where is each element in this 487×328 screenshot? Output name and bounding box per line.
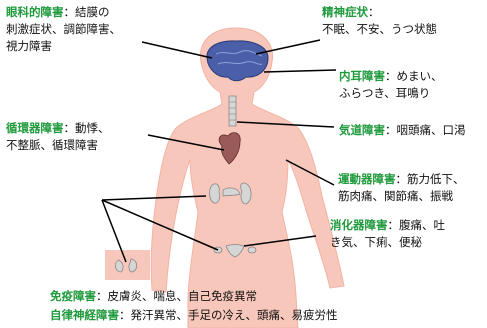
- label-airway: 気道障害：咽頭痛、口渇: [339, 122, 466, 139]
- label-motor: 運動器障害：筋力低下、 筋肉痛、関節痛、振戦: [338, 171, 465, 205]
- ovary-right-organ: [248, 247, 256, 253]
- label-circulatory: 循環器障害：動悸、 不整脈、循環障害: [6, 120, 110, 154]
- label-autonomic: 自律神経障害：発汗異常、手足の冷え、頭痛、易疲労性: [50, 307, 338, 324]
- label-immune: 免疫障害：皮膚炎、喘息、自己免疫異常: [50, 288, 257, 305]
- kidney-left-organ: [210, 184, 220, 203]
- kidney-right-organ: [241, 183, 251, 204]
- label-mental: 精神症状： 不眠、不安、うつ状態: [322, 4, 437, 38]
- gland-panel: [105, 250, 150, 280]
- label-eye: 眼科的障害：結膜の 刺激症状、調節障害、 視力障害: [6, 4, 121, 55]
- label-inner-ear: 内耳障害：めまい、 ふらつき、耳鳴り: [339, 68, 443, 102]
- trachea-organ: [229, 96, 236, 126]
- label-digestive: 消化器障害：腹痛、吐 き気、下痢、便秘: [330, 217, 445, 251]
